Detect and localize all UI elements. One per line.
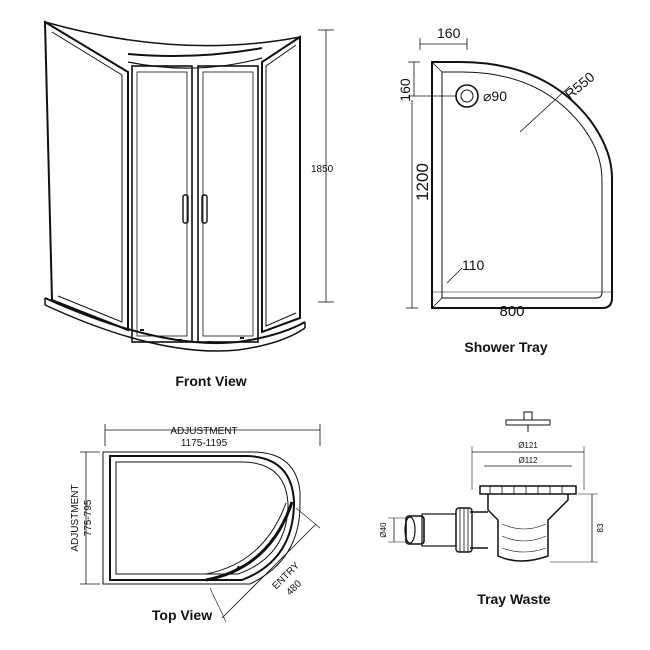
top-view-tray-outline — [109, 455, 296, 581]
waste-body — [487, 494, 569, 562]
tray-corner-label: 110 — [462, 257, 485, 273]
width-adjustment-title: ADJUSTMENT — [170, 426, 237, 437]
top-view-caption: Top View — [152, 607, 212, 623]
waste-outlet-nut-ribs — [459, 508, 469, 552]
shower-tray-caption: Shower Tray — [464, 339, 547, 355]
waste-outlet-outer — [455, 84, 479, 108]
entry-tick-high — [295, 507, 321, 529]
tray-length-label: 1200 — [413, 163, 432, 201]
left-side-panel — [43, 20, 129, 332]
waste-grate-ribs — [489, 486, 563, 494]
tray-waste-caption: Tray Waste — [477, 591, 551, 607]
entry-tick-low — [209, 587, 227, 623]
right-sliding-door-glass — [202, 71, 254, 337]
waste-diameter-label: ⌀90 — [483, 88, 507, 104]
top-curved-rail-lower — [127, 57, 263, 69]
right-side-panel-inner — [265, 44, 297, 327]
tray-width-label: 800 — [499, 303, 524, 320]
bottom-rollers — [140, 329, 244, 343]
tray-waste-drawing — [388, 411, 598, 563]
waste-flange — [479, 485, 577, 495]
tray-outline — [431, 61, 613, 309]
curved-base-tray — [44, 297, 306, 345]
depth-adjustment-title: ADJUSTMENT — [70, 484, 81, 551]
waste-height-label: 83 — [596, 523, 605, 532]
entry-dimension-line — [221, 523, 317, 619]
waste-outlet-collar — [421, 513, 457, 547]
waste-body-hatch — [501, 523, 547, 553]
radius-label: R550 — [562, 68, 598, 102]
width-adjustment-range: 1175-1195 — [181, 438, 228, 449]
waste-offset-x-label: 160 — [437, 25, 461, 41]
left-side-panel-inner — [51, 31, 123, 323]
left-sliding-door-glass — [136, 71, 188, 337]
depth-adjustment-range: 775-795 — [83, 499, 94, 536]
shower-tray-drawing — [406, 38, 613, 309]
waste-outlet-coupling — [405, 515, 425, 545]
curved-base-tray-lower — [44, 304, 306, 352]
right-side-panel — [261, 35, 301, 334]
right-door-handle — [201, 194, 208, 224]
top-view-drawing — [80, 424, 321, 623]
top-view-inner-outline — [115, 461, 289, 575]
top-curved-rail — [127, 47, 263, 57]
waste-cap-knob — [523, 411, 533, 421]
tray-shadow-edge — [431, 61, 443, 309]
outer-diameter-label: Ø121 — [518, 441, 538, 450]
tray-inner-outline — [441, 71, 603, 299]
front-view-caption: Front View — [175, 373, 246, 389]
inner-diameter-label: Ø112 — [519, 456, 539, 465]
waste-outlet-pipe — [470, 511, 488, 549]
waste-cap-plate — [505, 419, 551, 426]
top-view-door-track-inner — [205, 502, 287, 575]
waste-outlet-mouth — [404, 516, 416, 544]
top-view-door-marks — [235, 537, 274, 571]
corner-leader-line — [446, 267, 463, 284]
radius-leader-line — [519, 85, 571, 133]
left-door-handle — [182, 194, 189, 224]
waste-offset-y-label: 160 — [397, 78, 413, 102]
front-view-drawing — [43, 20, 334, 352]
waste-outlet-inner — [460, 89, 474, 103]
front-view-height-label: 1850 — [311, 164, 334, 175]
top-curved-rail-back — [44, 21, 301, 47]
left-sliding-door — [131, 65, 193, 343]
pipe-diameter-label: Ø40 — [379, 522, 388, 538]
